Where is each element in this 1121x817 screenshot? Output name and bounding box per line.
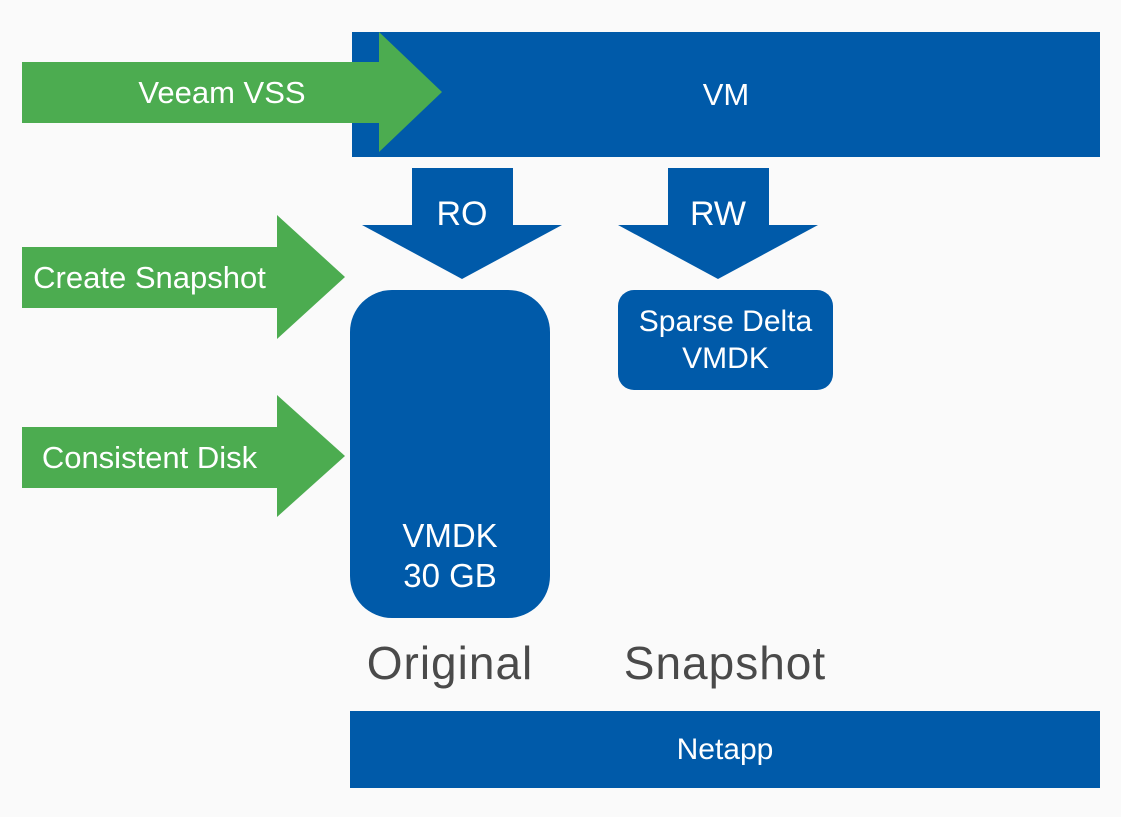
- vmdk-box-line2: 30 GB: [403, 557, 497, 594]
- consistent-disk-arrow-body: [22, 427, 277, 488]
- veeam-vss-arrow: Veeam VSS: [22, 32, 442, 152]
- create-snapshot-arrow-head: [277, 215, 345, 339]
- create-snapshot-arrow-label: Create Snapshot: [33, 259, 266, 295]
- veeam-vss-arrow-body: [22, 62, 379, 123]
- netapp-bar-label: Netapp: [676, 732, 774, 766]
- snapshot-caption: Snapshot: [623, 637, 827, 689]
- veeam-vss-arrow-head: [379, 32, 442, 152]
- vmdk-box: VMDK 30 GB: [350, 290, 550, 618]
- ro-down-arrow-label: RO: [436, 195, 488, 233]
- vmdk-box-line1: VMDK: [402, 517, 498, 554]
- sparse-delta-vmdk-box: Sparse Delta VMDK: [618, 290, 833, 390]
- create-snapshot-arrow-body: [22, 247, 277, 308]
- netapp-bar: Netapp: [350, 711, 1100, 788]
- ro-down-arrow-head: [362, 225, 562, 279]
- rw-down-arrow-stem: [668, 168, 769, 225]
- rw-down-arrow-head: [618, 225, 818, 279]
- veeam-vss-arrow-label: Veeam VSS: [138, 74, 306, 110]
- vm-bar: VM: [352, 32, 1100, 157]
- rw-down-arrow-label: RW: [689, 195, 747, 233]
- create-snapshot-arrow: Create Snapshot: [22, 215, 345, 339]
- consistent-disk-arrow-label: Consistent Disk: [41, 439, 258, 475]
- consistent-disk-arrow: Consistent Disk: [22, 395, 345, 517]
- original-caption: Original: [366, 637, 534, 689]
- vm-bar-label: VM: [702, 76, 750, 112]
- ro-down-arrow: RO: [362, 168, 562, 279]
- consistent-disk-arrow-head: [277, 395, 345, 517]
- rw-down-arrow: RW: [618, 168, 818, 279]
- ro-down-arrow-stem: [412, 168, 513, 225]
- sparse-delta-box-line2: VMDK: [682, 342, 769, 375]
- sparse-delta-box-line1: Sparse Delta: [638, 305, 813, 338]
